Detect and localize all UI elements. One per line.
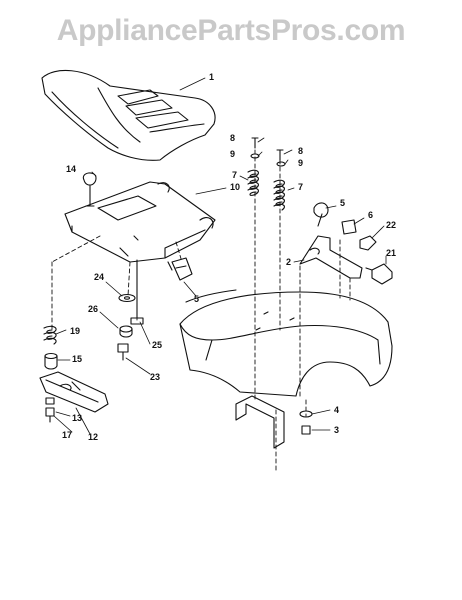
spacer-26-part xyxy=(119,325,133,338)
bolt-8-right-part xyxy=(276,149,284,161)
seat-knob-part xyxy=(82,172,97,207)
washer-24-part xyxy=(118,293,136,303)
callout-25: 25 xyxy=(152,340,162,350)
callout-22: 22 xyxy=(386,220,396,230)
callout-3: 3 xyxy=(334,425,339,435)
callout-2: 2 xyxy=(286,257,291,267)
callout-6: 6 xyxy=(368,210,373,220)
callout-10: 10 xyxy=(230,182,240,192)
nut-22-part xyxy=(359,235,377,251)
callout-5-hinge: 5 xyxy=(194,294,199,304)
washer-9-right-part xyxy=(276,161,286,167)
fastener-17-part xyxy=(45,407,55,423)
callout-12: 12 xyxy=(88,432,98,442)
fender-body-part xyxy=(179,289,393,397)
switch-21-part xyxy=(365,263,393,285)
callout-8-right: 8 xyxy=(298,146,303,156)
seat-pan-part xyxy=(64,181,216,263)
knob-6-part xyxy=(341,219,357,235)
screw-23-part xyxy=(117,343,129,361)
callout-17: 17 xyxy=(62,430,72,440)
seat-part xyxy=(41,69,216,161)
bushing-15-part xyxy=(44,352,58,370)
callout-24: 24 xyxy=(94,272,104,282)
assembly-guide-lines xyxy=(51,149,351,471)
callout-15: 15 xyxy=(72,354,82,364)
spring-7-right-part xyxy=(273,179,285,211)
callout-7-left: 7 xyxy=(232,170,237,180)
leader-lines xyxy=(53,77,387,435)
bracket-2-part xyxy=(299,235,363,279)
spring-19-part xyxy=(43,325,57,345)
latch-5-part xyxy=(313,202,329,227)
callout-9-right: 9 xyxy=(298,158,303,168)
callout-4: 4 xyxy=(334,405,339,415)
bolt-8-left-part xyxy=(251,137,259,149)
callout-26: 26 xyxy=(88,304,98,314)
callout-9-left: 9 xyxy=(230,149,235,159)
lower-mount-bracket-part xyxy=(235,395,285,449)
callout-13: 13 xyxy=(72,413,82,423)
callout-19: 19 xyxy=(70,326,80,336)
callout-5-latch: 5 xyxy=(340,198,345,208)
callout-7-right: 7 xyxy=(298,182,303,192)
callout-23: 23 xyxy=(150,372,160,382)
callout-labels: 1 2 3 4 5 5 6 7 7 8 8 9 9 10 12 13 14 15… xyxy=(62,72,396,442)
callout-21: 21 xyxy=(386,248,396,258)
spring-7-left-part xyxy=(247,169,259,196)
bracket-12-part xyxy=(39,371,109,413)
callout-8-left: 8 xyxy=(230,133,235,143)
callout-1: 1 xyxy=(209,72,214,82)
fastener-13-part xyxy=(45,397,55,405)
bolt-3-part xyxy=(301,425,311,435)
hinge-bracket-part xyxy=(167,257,193,281)
watermark-text: AppliancePartsPros.com xyxy=(56,14,406,47)
callout-14: 14 xyxy=(66,164,76,174)
